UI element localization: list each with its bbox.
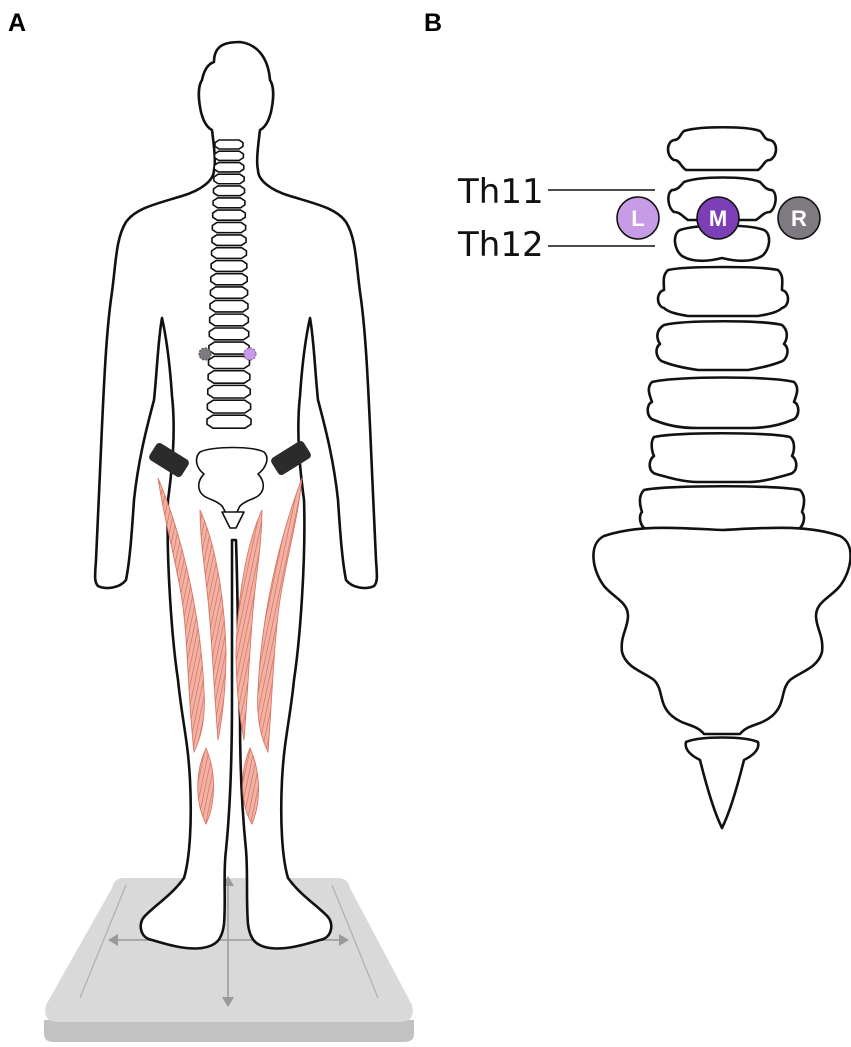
vertebra-small <box>211 209 247 221</box>
vertebra-l1 <box>656 265 790 318</box>
marker-right-label: R <box>791 206 807 231</box>
vertebra-small <box>211 221 247 234</box>
vertebra-small <box>214 139 244 150</box>
spine-small <box>206 139 252 429</box>
panel-a-letter: A <box>8 9 26 37</box>
muscle-medial-left <box>199 509 227 741</box>
marker-left: L <box>616 196 660 240</box>
arrow-left-icon <box>108 934 118 946</box>
vertebra-small <box>213 161 245 173</box>
arrow-down-icon <box>222 997 234 1007</box>
vertebra-small <box>207 355 251 370</box>
coccyx-large <box>684 736 760 830</box>
calf-muscle-left <box>197 747 214 825</box>
vertebra-l4 <box>648 431 798 484</box>
panel-b: B Th11 Th12 <box>424 9 851 830</box>
vertebra-small <box>213 150 245 162</box>
marker-middle-label: M <box>709 206 727 231</box>
panel-a: A <box>8 9 414 1042</box>
force-plate-inner-line-right <box>331 884 379 999</box>
label-th11: Th11 <box>457 172 544 212</box>
vertebra-small <box>213 173 245 185</box>
electrode-pad-icon <box>149 442 189 478</box>
vertebra-small <box>206 399 252 414</box>
vertebra-small <box>208 341 250 355</box>
vertebra-small <box>210 246 248 260</box>
vertebra-small <box>207 369 251 384</box>
coccyx-small <box>221 511 245 529</box>
vertebra-small <box>209 286 249 300</box>
vertebra-l2 <box>655 319 789 372</box>
vertebra-small <box>209 299 249 313</box>
vertebra-t10 <box>666 125 778 172</box>
arrow-right-icon <box>339 934 349 946</box>
vertebra-small <box>206 414 252 429</box>
vertebra-small <box>210 272 248 286</box>
force-plate-icon <box>44 876 414 1042</box>
muscle-lateral-left <box>157 477 205 754</box>
marker-middle: M <box>696 196 740 240</box>
marker-small-right <box>198 347 212 361</box>
vertebra-th12 <box>673 224 771 263</box>
vertebra-small <box>212 185 246 197</box>
label-th12: Th12 <box>457 225 544 265</box>
force-plate-inner-line-left <box>79 884 127 999</box>
vertebra-small <box>208 327 250 341</box>
sacrum-large <box>592 526 851 736</box>
vertebra-l3 <box>646 376 800 430</box>
vertebra-small <box>208 313 250 327</box>
vertebra-small <box>212 197 246 209</box>
muscle-lateral-right <box>257 477 303 754</box>
panel-b-letter: B <box>424 9 442 37</box>
calf-muscle-right <box>242 747 259 825</box>
marker-left-label: L <box>631 206 644 231</box>
vertebra-small <box>210 259 248 273</box>
marker-right: R <box>777 196 821 240</box>
vertebra-small <box>211 234 247 247</box>
electrode-pad-icon <box>271 440 311 476</box>
force-plate-base <box>44 1020 414 1042</box>
vertebra-small <box>206 384 252 399</box>
marker-small-left <box>243 347 257 361</box>
muscle-medial-right <box>235 509 263 741</box>
hamstring-muscles <box>157 477 303 825</box>
